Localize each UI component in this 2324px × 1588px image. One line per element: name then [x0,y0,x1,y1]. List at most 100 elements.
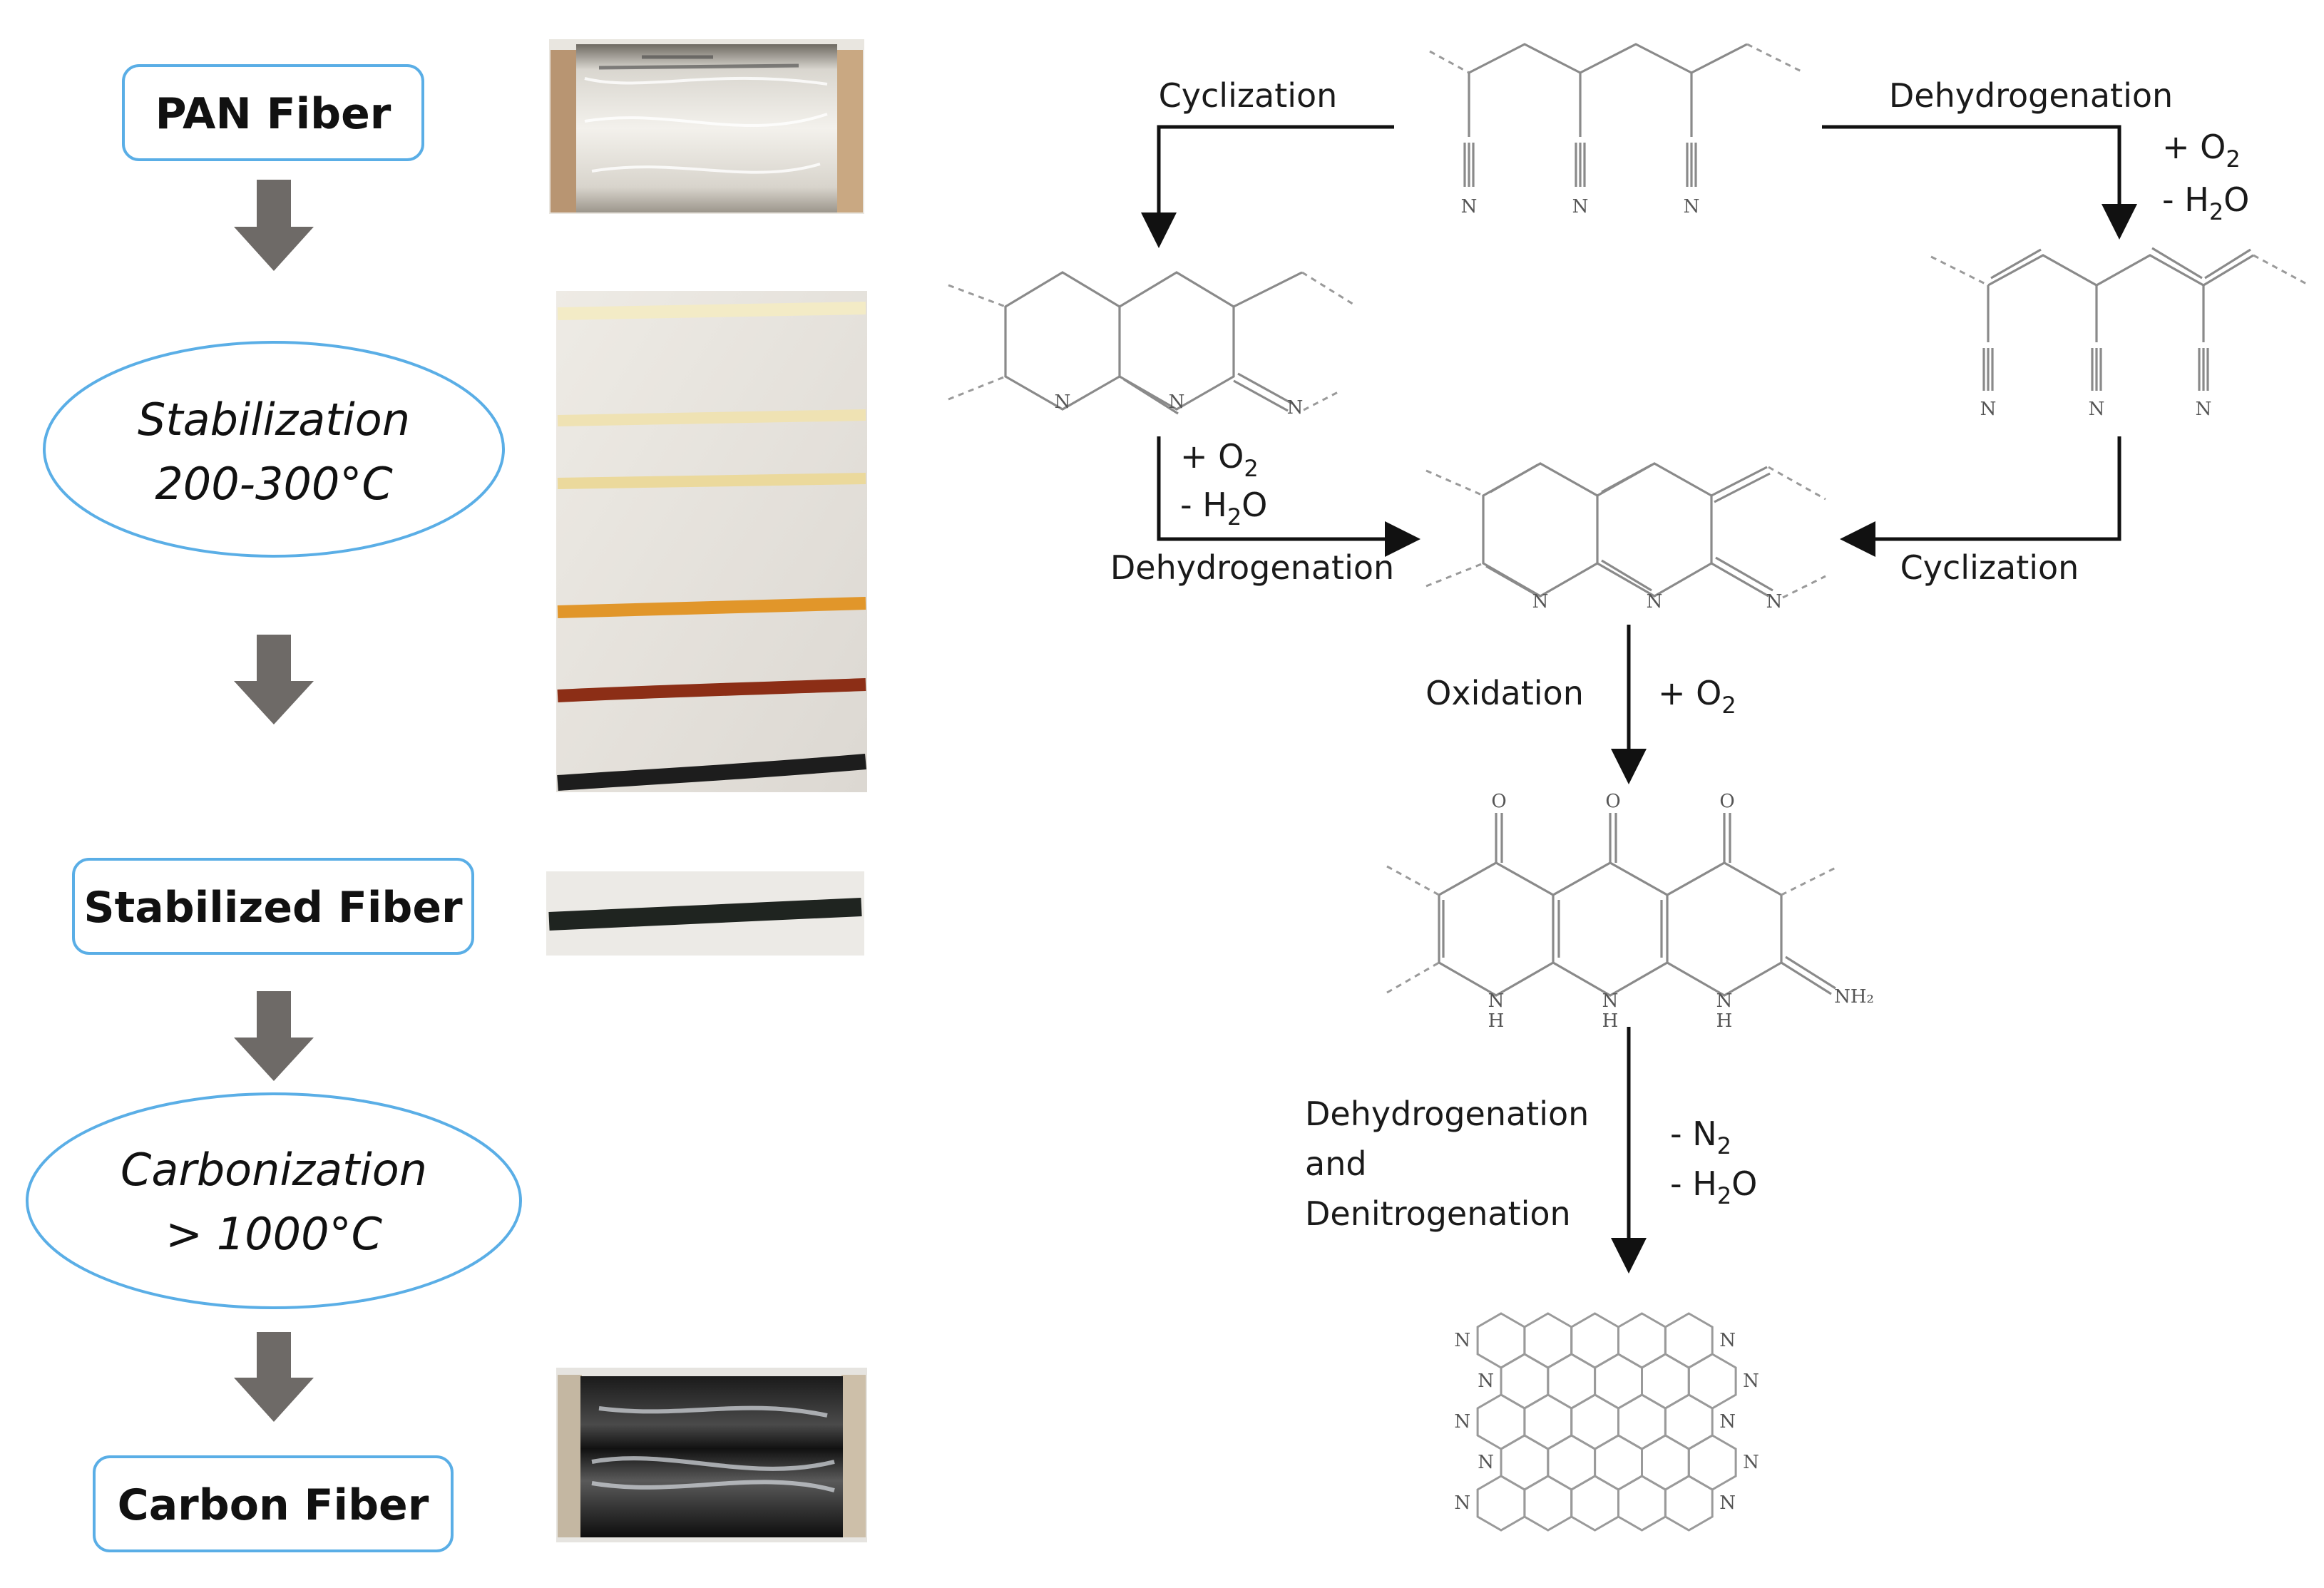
oxidation-label: Oxidation [1425,674,1584,712]
dehydro-denitro-label-2: and [1305,1144,1367,1183]
graphite-hexagon [1687,1434,1737,1491]
pan-structure: N N N [1429,43,1805,217]
atom-o: O [1491,791,1506,812]
atom-h: H [1602,1010,1619,1032]
stabilized-fiber-box: Stabilized Fiber [72,858,474,955]
dehydrogenated-chain-structure: N N N [1930,247,2310,420]
graphite-hexagon [1476,1312,1526,1369]
atom-n: N [1716,990,1733,1012]
graphite-hexagon [1523,1393,1573,1450]
dehydrogenation-label: Dehydrogenation [1889,76,2173,115]
dehydro-denitro-label-1: Dehydrogenation [1305,1095,1589,1133]
atom-n: N [1478,1371,1494,1392]
atom-n: N [1532,591,1549,613]
atom-n: N [1743,1452,1759,1473]
graphite-hexagon [1523,1475,1573,1532]
pan-fiber-box: PAN Fiber [122,64,424,161]
atom-n: N [1980,399,1997,420]
atom-n: N [1461,196,1478,217]
graphite-hexagon [1570,1475,1619,1532]
carbonization-label: Carbonization [121,1144,427,1196]
atom-n: N [2196,399,2212,420]
graphite-hexagon [1617,1312,1667,1369]
graphite-hexagon [1476,1393,1526,1450]
atom-n: N [1719,1330,1736,1351]
dehydrogenation-label: Dehydrogenation [1110,548,1394,587]
graphite-hexagon [1641,1353,1690,1410]
carbon-fiber-box: Carbon Fiber [93,1455,454,1552]
dehydrogenation-arrow-right: Dehydrogenation + O2 - H2O [1822,76,2249,240]
atom-n: N [2089,399,2105,420]
stabilization-label: Stabilization [138,394,410,446]
graphite-hexagon [1664,1393,1714,1450]
plus-o2-label: + O2 [2162,128,2241,173]
stabilization-ellipse: Stabilization 200-300°C [43,341,505,558]
atom-h: H [1716,1010,1733,1032]
atom-n: N [1454,1411,1470,1433]
cyclized-structure: N N N [948,271,1356,419]
graphite-hexagon [1594,1353,1643,1410]
carbonization-ellipse: Carbonization > 1000°C [26,1092,522,1309]
minus-h2o-label: - H2O [2162,180,2249,225]
stabilized-fiber-photo [546,871,864,956]
pan-fiber-label: PAN Fiber [155,89,391,139]
dehydro-denitro-label-3: Denitrogenation [1305,1194,1571,1233]
atom-o: O [1719,791,1734,812]
graphite-hexagon [1523,1312,1573,1369]
minus-n2-label: - N2 [1670,1115,1731,1159]
graphite-hexagon [1687,1353,1737,1410]
plus-o2-label: + O2 [1658,674,1736,719]
flow-arrow-2 [234,635,314,724]
carbonization-temp: > 1000°C [165,1208,382,1260]
atom-n: N [1454,1492,1470,1514]
atom-n: N [1287,397,1304,419]
graphite-hexagon [1617,1475,1667,1532]
carbon-fiber-label: Carbon Fiber [118,1480,429,1530]
carbon-fiber-spool-photo [556,1368,867,1542]
cyclization-arrow-left: Cyclization [1141,76,1394,248]
atom-n: N [1169,391,1185,413]
flow-arrow-3 [234,991,314,1081]
graphite-hexagon [1500,1434,1550,1491]
graphite-hexagon [1547,1434,1597,1491]
cyclization-label: Cyclization [1159,76,1338,115]
flow-arrow-1 [234,180,314,271]
atom-n: N [1488,990,1505,1012]
graphite-hexagon [1617,1393,1667,1450]
cyclization-arrow-right: Cyclization [1840,436,2121,587]
atom-n: N [1602,990,1619,1012]
atom-n: N [1454,1330,1470,1351]
plus-o2-label: + O2 [1180,437,1259,482]
oxidation-arrow: Oxidation + O2 [1425,625,1736,784]
minus-h2o-label: - H2O [1670,1164,1757,1209]
atom-n: N [1572,196,1589,217]
flow-arrow-4 [234,1332,314,1422]
atom-n: N [1647,591,1663,613]
atom-n: N [1478,1452,1494,1473]
atom-n: N [1684,196,1700,217]
graphite-hexagon [1476,1475,1526,1532]
atom-n: N [1743,1371,1759,1392]
graphite-hexagon [1664,1312,1714,1369]
minus-h2o-label: - H2O [1180,486,1267,531]
graphite-hexagon [1594,1434,1643,1491]
graphite-hexagon [1570,1312,1619,1369]
carbonization-reaction-arrow: Dehydrogenation and Denitrogenation - N2… [1305,1027,1757,1274]
graphite-hexagon [1570,1393,1619,1450]
atom-n: N [1766,591,1783,613]
graphite-hexagon [1500,1353,1550,1410]
pan-fiber-spool-photo [549,39,864,214]
graphite-hexagon [1664,1475,1714,1532]
cyclization-label: Cyclization [1900,548,2079,587]
oxidized-structure: O O O N H N H N H NH₂ [1386,791,1874,1032]
graphite-hexagon [1547,1353,1597,1410]
graphite-hexagon [1641,1434,1690,1491]
atom-n: N [1055,391,1071,413]
atom-n: N [1719,1492,1736,1514]
atom-n: N [1719,1411,1736,1433]
stabilization-color-strips-photo [556,291,867,792]
flow-column: PAN Fiber Stabilization 200-300°C Stabil… [26,64,522,1552]
